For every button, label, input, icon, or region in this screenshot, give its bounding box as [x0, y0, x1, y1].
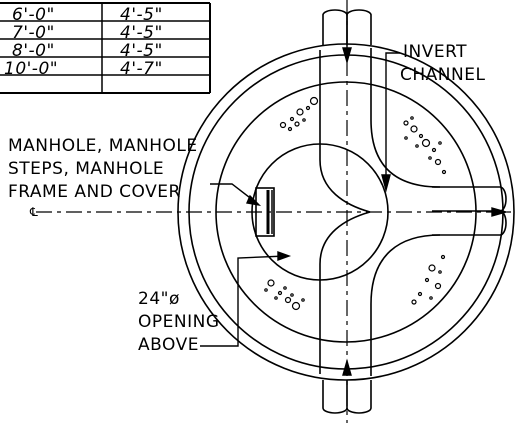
flow-arrow-up-icon	[342, 358, 352, 376]
invert-label: INVERT	[403, 42, 467, 62]
table-cell-value: 4'-5"	[120, 23, 163, 43]
opening-label: OPENING	[138, 312, 220, 332]
centerline-symbol: ℄	[29, 205, 38, 219]
table-cell-diameter: 10'-0"	[4, 59, 58, 79]
table-cell-value: 4'-5"	[120, 41, 163, 61]
pipe-right-outlet	[432, 186, 507, 212]
manhole-label: FRAME AND COVER	[8, 182, 181, 202]
dimension-table	[0, 2, 211, 94]
pipe-top-right	[346, 9, 372, 45]
table-cell-diameter: 7'-0"	[12, 23, 55, 43]
opening-label: 24"ø	[138, 289, 180, 309]
pipe-top-left	[322, 9, 348, 45]
centerlines	[36, 0, 515, 423]
channel-left-upper	[319, 100, 371, 213]
pipe-bottom-left	[322, 380, 348, 414]
channel-left-lower	[319, 211, 371, 324]
manhole-label: MANHOLE, MANHOLE	[8, 136, 198, 156]
invert-leader	[385, 52, 400, 183]
table-cell-diameter: 8'-0"	[12, 41, 55, 61]
table-cell-value: 4'-7"	[120, 59, 163, 79]
leader-lines	[200, 52, 400, 347]
manhole-leader-arrow-icon	[246, 194, 262, 207]
concrete-stipple	[264, 96, 447, 311]
table-rows: 6'-0" 4'-5" 7'-0" 4'-5" 8'-0" 4'-5" 10'-…	[4, 5, 163, 79]
opening-leader	[200, 255, 287, 347]
invert-label: CHANNEL	[400, 65, 485, 85]
opening-leader-arrow-icon	[277, 251, 292, 261]
flow-arrows	[342, 15, 509, 376]
table-cell-value: 4'-5"	[120, 5, 163, 25]
opening-label: ABOVE	[138, 335, 199, 355]
channel-right-upper	[370, 48, 441, 188]
flow-arrow-down-icon	[342, 47, 352, 65]
manhole-label: STEPS, MANHOLE	[8, 159, 164, 179]
invert-channel	[319, 48, 441, 376]
flow-arrow-right-icon	[491, 207, 509, 217]
channel-right-lower	[370, 234, 441, 376]
pipe-bottom-right	[346, 380, 372, 414]
invert-leader-arrow-icon	[381, 174, 391, 193]
table-cell-diameter: 6'-0"	[12, 5, 55, 25]
